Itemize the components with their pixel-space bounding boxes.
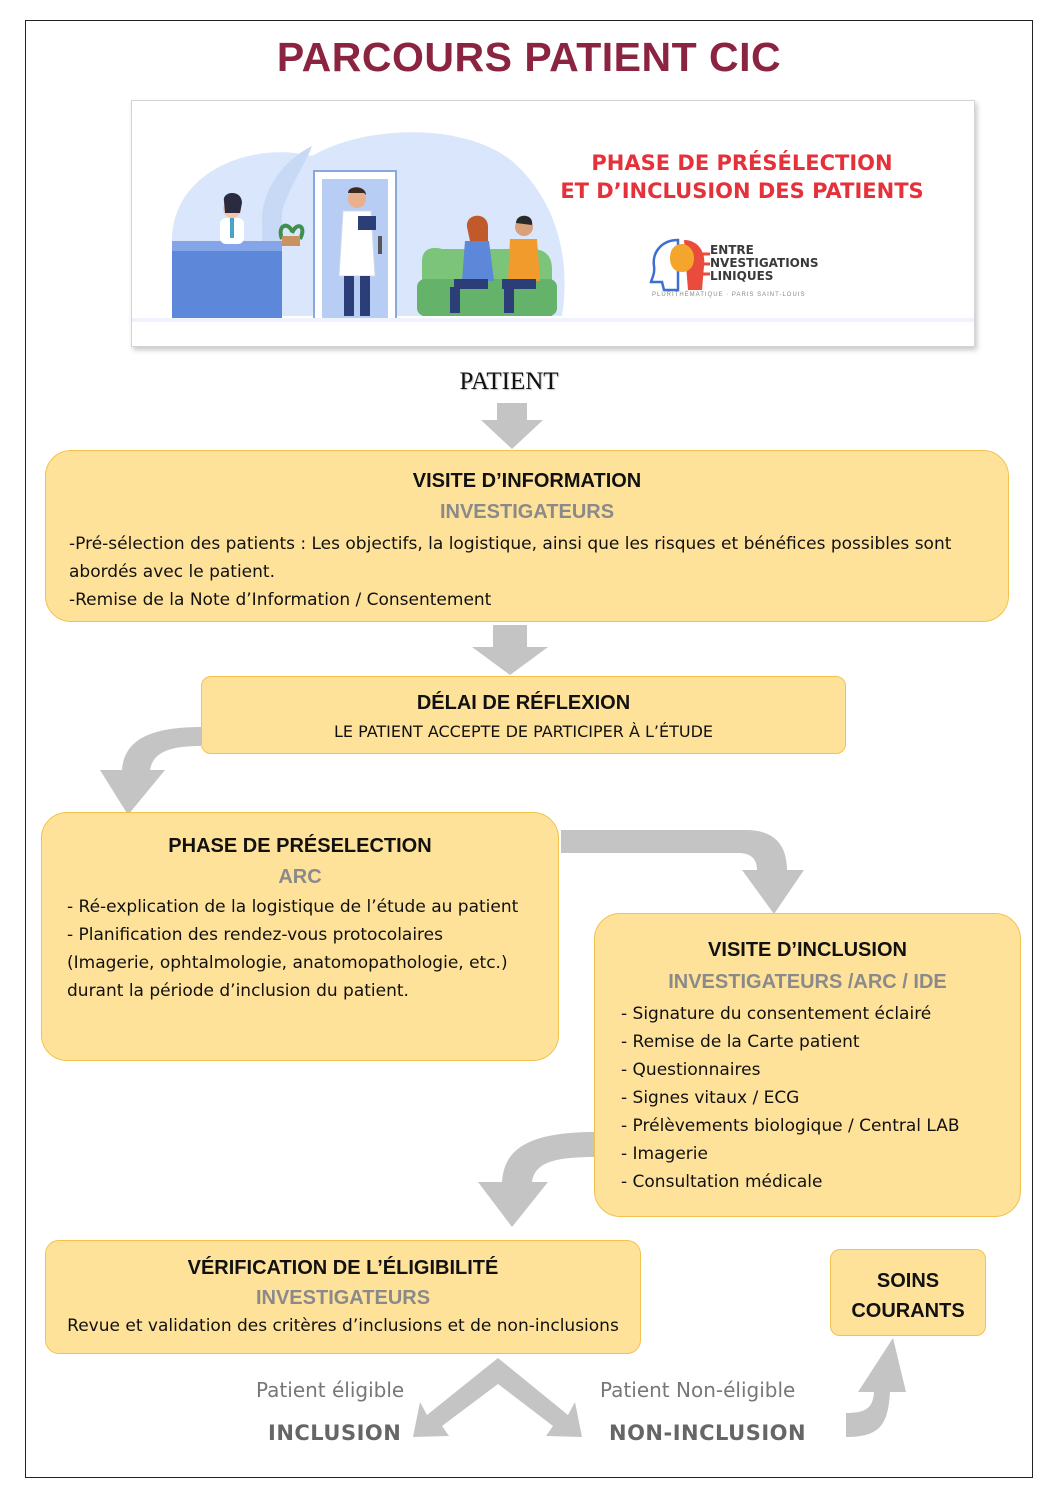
logo-line2: NVESTIGATIONS bbox=[710, 256, 819, 270]
phase-preselection-box: PHASE DE PRÉSELECTION ARC - Ré-explicati… bbox=[41, 812, 559, 1061]
visite-inclusion-item: - Signature du consentement éclairé bbox=[621, 1004, 932, 1024]
cic-logo-text: ENTRE NVESTIGATIONS LINIQUES bbox=[710, 244, 819, 283]
visite-information-line1: -Pré-sélection des patients : Les object… bbox=[69, 534, 952, 554]
phase-preselection-line4: durant la période d’inclusion du patient… bbox=[67, 981, 409, 1001]
page-title: PARCOURS PATIENT CIC bbox=[276, 34, 782, 80]
arrow-down-icon bbox=[472, 625, 548, 675]
logo-subtitle: PLURITHÉMATIQUE · PARIS SAINT-LOUIS bbox=[652, 292, 806, 298]
visite-inclusion-box: VISITE D’INCLUSION INVESTIGATEURS /ARC /… bbox=[594, 913, 1021, 1217]
non-eligible-label: Patient Non-éligible bbox=[600, 1378, 796, 1402]
clinic-waiting-room-illustration bbox=[132, 132, 974, 322]
verification-text: Revue et validation des critères d’inclu… bbox=[67, 1316, 619, 1336]
visite-inclusion-item: - Signes vitaux / ECG bbox=[621, 1088, 800, 1108]
visite-information-line2: abordés avec le patient. bbox=[69, 562, 275, 582]
verification-box: VÉRIFICATION DE L’ÉLIGIBILITÉ INVESTIGAT… bbox=[45, 1240, 641, 1354]
verification-heading: VÉRIFICATION DE L’ÉLIGIBILITÉ bbox=[187, 1257, 499, 1279]
arrow-down-icon bbox=[481, 403, 543, 449]
phase-preselection-role: ARC bbox=[278, 866, 322, 888]
visite-inclusion-item: - Prélèvements biologique / Central LAB bbox=[621, 1116, 960, 1136]
eligible-label: Patient éligible bbox=[256, 1378, 405, 1402]
inclusion-label: INCLUSION bbox=[268, 1421, 402, 1445]
delai-reflexion-text: LE PATIENT ACCEPTE DE PARTICIPER À L’ÉTU… bbox=[333, 722, 714, 741]
patient-label: PATIENT bbox=[459, 368, 559, 395]
banner-heading-line2: ET D’INCLUSION DES PATIENTS bbox=[560, 179, 924, 203]
visite-inclusion-heading: VISITE D’INCLUSION bbox=[708, 939, 907, 961]
banner: PHASE DE PRÉSÉLECTION ET D’INCLUSION DES… bbox=[131, 100, 975, 347]
curved-arrow-up-icon bbox=[846, 1338, 906, 1437]
visite-inclusion-item: - Consultation médicale bbox=[621, 1172, 823, 1192]
visite-information-line3: -Remise de la Note d’Information / Conse… bbox=[69, 590, 492, 610]
verification-role: INVESTIGATEURS bbox=[255, 1287, 431, 1309]
phase-preselection-line2: - Planification des rendez-vous protocol… bbox=[67, 925, 443, 945]
curved-arrow-left-down-icon bbox=[100, 727, 201, 815]
cic-logo: ENTRE NVESTIGATIONS LINIQUES PLURITHÉMAT… bbox=[648, 234, 878, 304]
visite-inclusion-role: INVESTIGATEURS /ARC / IDE bbox=[668, 971, 947, 993]
visite-inclusion-item: - Imagerie bbox=[621, 1144, 708, 1164]
banner-heading: PHASE DE PRÉSÉLECTION ET D’INCLUSION DES… bbox=[532, 149, 952, 205]
cic-logo-icon bbox=[649, 238, 710, 292]
split-arrow-icon bbox=[413, 1358, 582, 1437]
visite-information-heading: VISITE D’INFORMATION bbox=[412, 470, 642, 492]
phase-preselection-line1: - Ré-explication de la logistique de l’é… bbox=[67, 897, 519, 917]
non-inclusion-label: NON-INCLUSION bbox=[609, 1421, 807, 1445]
logo-line1: ENTRE bbox=[710, 243, 754, 257]
visite-inclusion-item: - Questionnaires bbox=[621, 1060, 761, 1080]
soins-courants-box: SOINS COURANTS bbox=[830, 1249, 986, 1336]
banner-heading-line1: PHASE DE PRÉSÉLECTION bbox=[591, 151, 893, 175]
curved-arrow-left-down-icon bbox=[478, 1132, 596, 1227]
visite-information-role: INVESTIGATEURS bbox=[439, 501, 615, 523]
visite-inclusion-item: - Remise de la Carte patient bbox=[621, 1032, 860, 1052]
phase-preselection-heading: PHASE DE PRÉSELECTION bbox=[168, 835, 432, 857]
page-frame bbox=[25, 20, 1033, 1478]
logo-line3: LINIQUES bbox=[710, 269, 774, 283]
visite-information-box: VISITE D’INFORMATION INVESTIGATEURS -Pré… bbox=[45, 450, 1009, 622]
curved-arrow-right-down-icon bbox=[561, 830, 804, 914]
phase-preselection-line3: (Imagerie, ophtalmologie, anatomopatholo… bbox=[67, 953, 508, 973]
soins-line1: SOINS bbox=[876, 1270, 940, 1292]
soins-line2: COURANTS bbox=[851, 1300, 965, 1322]
delai-reflexion-box: DÉLAI DE RÉFLEXION LE PATIENT ACCEPTE DE… bbox=[201, 676, 846, 754]
delai-reflexion-heading: DÉLAI DE RÉFLEXION bbox=[416, 692, 631, 714]
